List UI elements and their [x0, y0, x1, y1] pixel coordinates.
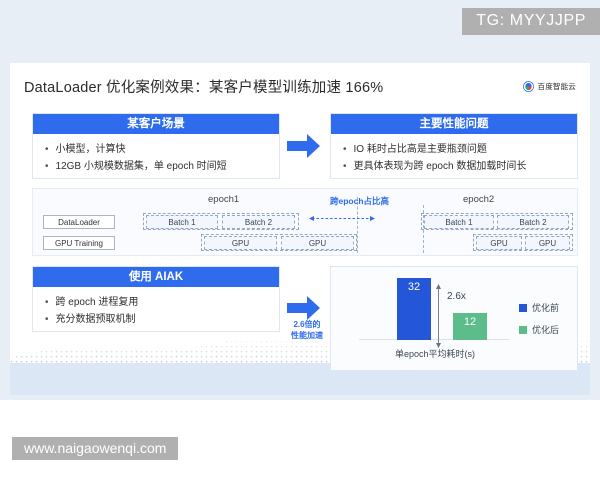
bar-before-optimization: 32 — [397, 278, 431, 340]
slide: DataLoader 优化案例效果：某客户模型训练加速 166% 百度智能云 某… — [10, 63, 590, 395]
timeline-row-label-gpu-training: GPU Training — [43, 236, 115, 250]
bullet-dot-icon: • — [343, 161, 347, 172]
legend-label-after: 优化后 — [531, 325, 559, 335]
epoch2-gpu-1: GPU — [476, 236, 522, 250]
chart-plot-area: 32 12 2.6x 单epoch平均耗时(s) 优化前 — [331, 267, 577, 370]
gap-boundary-left — [357, 197, 358, 253]
speedup-caption-line2: 性能加速 — [291, 331, 323, 340]
cross-epoch-gap-label: 跨epoch占比高 — [330, 196, 390, 206]
epoch1-gpu-group — [201, 234, 357, 251]
list-item: • 更具体表现为跨 epoch 数据加载时间长 — [343, 158, 567, 175]
top-watermark-banner: TG: MYYJJPP — [462, 8, 600, 35]
chart-axis-line — [359, 339, 509, 340]
main-performance-issue-heading: 主要性能问题 — [331, 114, 577, 134]
legend-swatch-after-icon — [518, 325, 527, 334]
speedup-caption-line1: 2.6倍的 — [293, 320, 321, 329]
list-item: • 跨 epoch 进程复用 — [45, 294, 269, 311]
list-item: • 小模型，计算快 — [45, 141, 269, 158]
customer-scenario-bullets: • 小模型，计算快 • 12GB 小规模数据集，单 epoch 时间短 — [33, 134, 279, 175]
brand-logo: 百度智能云 — [522, 81, 577, 92]
timeline-row-label-dataloader: DataLoader — [43, 215, 115, 229]
ratio-double-arrow-icon — [435, 284, 442, 353]
list-item-label: 跨 epoch 进程复用 — [55, 297, 139, 308]
bullet-dot-icon: • — [45, 297, 49, 308]
bullet-dot-icon: • — [45, 314, 49, 325]
list-item: • 12GB 小规模数据集，单 epoch 时间短 — [45, 158, 269, 175]
legend-label-before: 优化前 — [531, 303, 559, 313]
bullet-dot-icon: • — [343, 144, 347, 155]
ratio-annotation: 2.6x — [447, 291, 466, 302]
speedup-caption: 2.6倍的 性能加速 — [278, 319, 336, 341]
epoch2-dataloader-group — [421, 213, 573, 230]
gap-double-arrow-icon — [309, 209, 375, 221]
list-item-label: 更具体表现为跨 epoch 数据加载时间长 — [353, 161, 527, 172]
list-item-label: 小模型，计算快 — [55, 144, 126, 155]
customer-scenario-card: 某客户场景 • 小模型，计算快 • 12GB 小规模数据集，单 epoch 时间… — [32, 113, 280, 179]
list-item-label: 12GB 小规模数据集，单 epoch 时间短 — [55, 161, 227, 172]
main-performance-issue-card: 主要性能问题 • IO 耗时占比高是主要瓶颈问题 • 更具体表现为跨 epoch… — [330, 113, 578, 179]
customer-scenario-heading: 某客户场景 — [33, 114, 279, 134]
epoch1-title: epoch1 — [208, 194, 240, 205]
bullet-dot-icon: • — [45, 144, 49, 155]
list-item-label: IO 耗时占比高是主要瓶颈问题 — [353, 144, 487, 155]
epoch-timeline-diagram: epoch1 epoch2 DataLoader GPU Training Ba… — [32, 188, 578, 256]
epoch2-gpu-group — [473, 234, 573, 251]
bottom-watermark-banner: www.naigaowenqi.com — [12, 437, 179, 460]
baidu-cloud-icon — [522, 81, 534, 92]
legend-item-before: 优化前 — [518, 301, 559, 314]
brand-label: 百度智能云 — [537, 82, 576, 91]
chart-x-axis-label: 单epoch平均耗时(s) — [394, 349, 476, 359]
epoch1-batch-2: Batch 2 — [222, 215, 295, 229]
bullet-dot-icon: • — [45, 161, 49, 172]
epoch2-title: epoch2 — [463, 194, 495, 205]
epoch2-batch-2: Batch 2 — [497, 215, 569, 229]
legend-swatch-before-icon — [518, 303, 527, 312]
list-item-label: 充分数据预取机制 — [55, 314, 136, 325]
page-title: DataLoader 优化案例效果：某客户模型训练加速 166% — [24, 80, 384, 96]
epoch1-dataloader-group — [143, 213, 299, 230]
use-aiak-bullets: • 跨 epoch 进程复用 • 充分数据预取机制 — [33, 287, 279, 328]
epoch1-batch-1: Batch 1 — [146, 215, 218, 229]
chart-legend: 优化前 优化后 — [518, 301, 559, 336]
bar-after-optimization: 12 — [453, 313, 487, 340]
epoch1-gpu-2: GPU — [281, 236, 354, 250]
main-performance-issue-bullets: • IO 耗时占比高是主要瓶颈问题 • 更具体表现为跨 epoch 数据加载时间… — [331, 134, 577, 175]
epoch2-gpu-2: GPU — [525, 236, 570, 250]
epoch-time-bar-chart: 32 12 2.6x 单epoch平均耗时(s) 优化前 — [330, 266, 578, 371]
use-aiak-heading: 使用 AIAK — [33, 267, 279, 287]
epoch1-gpu-1: GPU — [204, 236, 277, 250]
list-item: • 充分数据预取机制 — [45, 311, 269, 328]
legend-item-after: 优化后 — [518, 323, 559, 336]
epoch2-batch-1: Batch 1 — [424, 215, 494, 229]
use-aiak-card: 使用 AIAK • 跨 epoch 进程复用 • 充分数据预取机制 — [32, 266, 280, 332]
list-item: • IO 耗时占比高是主要瓶颈问题 — [343, 141, 567, 158]
